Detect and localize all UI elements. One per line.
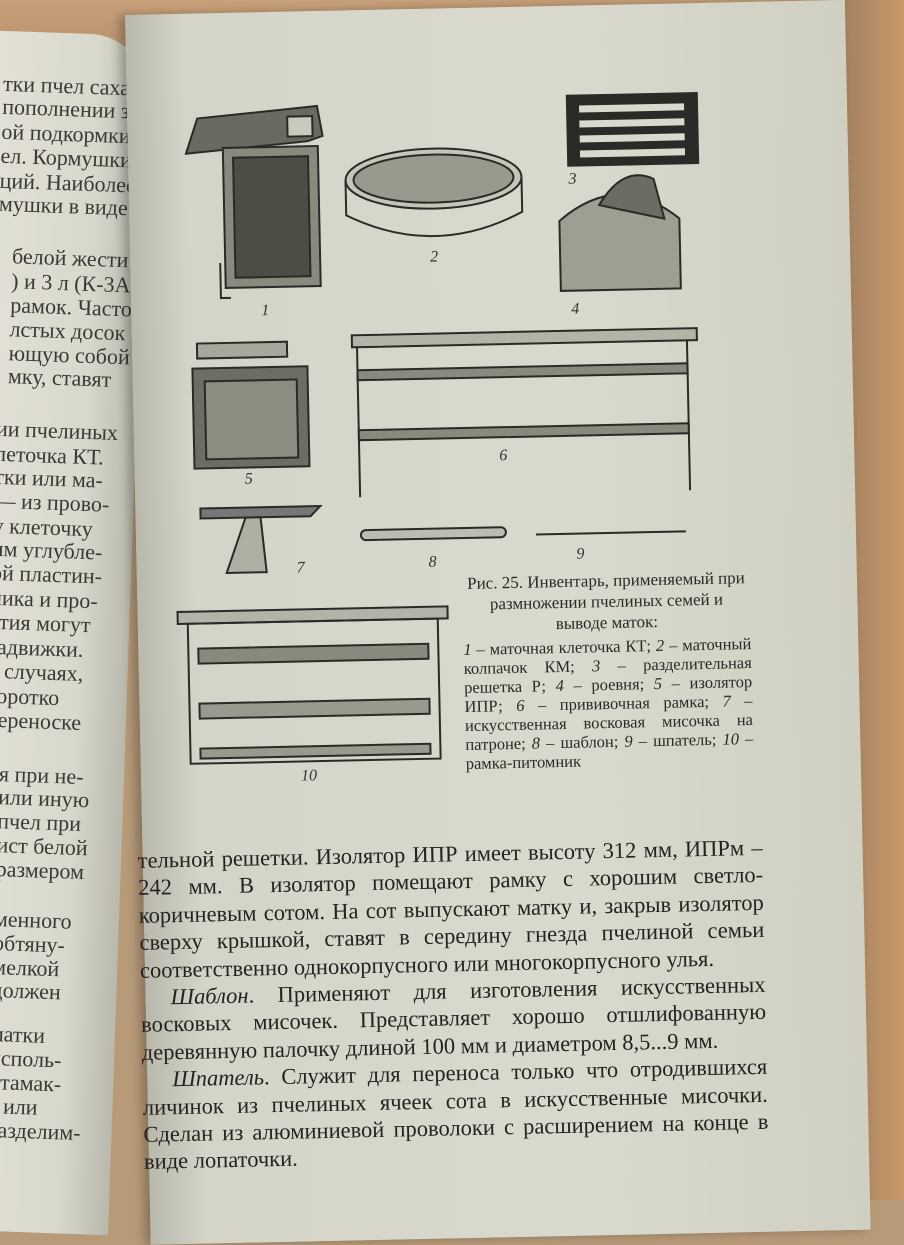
legend-number: 6: [516, 695, 525, 715]
body-text: тельной решетки. Изолятор ИПР имеет высо…: [137, 834, 769, 1176]
figure-caption: Рис. 25. Инвентарь, применяемый при разм…: [462, 567, 754, 773]
legend-number: 4: [555, 675, 565, 696]
queen-cage-drawing: [184, 104, 324, 300]
legend-number: 9: [624, 731, 633, 751]
legend-text: роевня;: [591, 674, 645, 695]
figure-label-5: 5: [244, 470, 253, 488]
figure-label-9: 9: [576, 545, 585, 563]
stick-drawing: [359, 526, 507, 542]
legend-item: 9 – шпатель;: [624, 729, 717, 751]
legend-number: 10: [722, 729, 740, 749]
legend-text: рамка-питомник: [465, 751, 582, 774]
figure-label-10: 10: [300, 767, 318, 785]
nursery-frame-drawing: [176, 605, 449, 765]
left-page-line: разделим-: [0, 1116, 82, 1146]
isolator-drawing: [191, 340, 311, 470]
term-spatula: Шпатель: [172, 1064, 265, 1092]
queen-excluder-drawing: [565, 92, 700, 167]
term-template: Шаблон: [170, 982, 249, 1010]
left-page-line: мушки в виде: [0, 190, 129, 221]
caption-title: Рис. 25. Инвентарь, применяемый при разм…: [466, 568, 745, 634]
legend-text: шпатель;: [652, 729, 717, 751]
figure-label-3: 3: [568, 170, 577, 188]
caption-legend: 1 – маточная клеточка КТ; 2 – маточный к…: [463, 634, 754, 773]
figure-label-1: 1: [261, 302, 270, 320]
left-page-line: мку, ставят: [7, 363, 112, 392]
left-page-line: размером: [0, 856, 85, 885]
legend-item: 8 – шаблон;: [531, 731, 619, 753]
swarm-box-drawing: [558, 174, 682, 292]
legend-text: шаблон;: [560, 731, 619, 753]
figure-label-8: 8: [428, 553, 437, 571]
paragraph-template: Шаблон. Применяют для изготовления искус…: [140, 971, 767, 1066]
figure-label-6: 6: [499, 447, 508, 465]
figure-illustrations: [176, 92, 700, 765]
queen-cap-drawing: [344, 147, 524, 238]
legend-number: 7: [722, 691, 731, 711]
paragraph-spatula: Шпатель. Служит для переноса только что …: [142, 1053, 769, 1176]
legend-number: 1: [463, 639, 472, 660]
legend-number: 5: [653, 673, 663, 694]
grafting-frame-drawing: [350, 327, 698, 498]
left-page-line: должен: [0, 976, 62, 1005]
legend-number: 3: [591, 656, 601, 676]
legend-item: 4 – роевня;: [555, 674, 645, 696]
legend-number: 8: [531, 733, 541, 753]
wax-cup-drawing: [199, 504, 323, 575]
legend-number: 2: [655, 635, 665, 656]
spatula-drawing: [535, 530, 686, 536]
paragraph-isolator: тельной решетки. Изолятор ИПР имеет высо…: [137, 834, 765, 983]
left-page-line: я или: [0, 1093, 39, 1120]
left-page-line: переноске: [0, 706, 82, 735]
figure-label-7: 7: [296, 559, 305, 577]
figure-label-4: 4: [571, 300, 580, 318]
main-page: 1 2 3 4 5 6 7 8 9 10 Рис. 25. Инвентарь,…: [125, 0, 871, 1245]
figure-label-2: 2: [429, 248, 439, 266]
